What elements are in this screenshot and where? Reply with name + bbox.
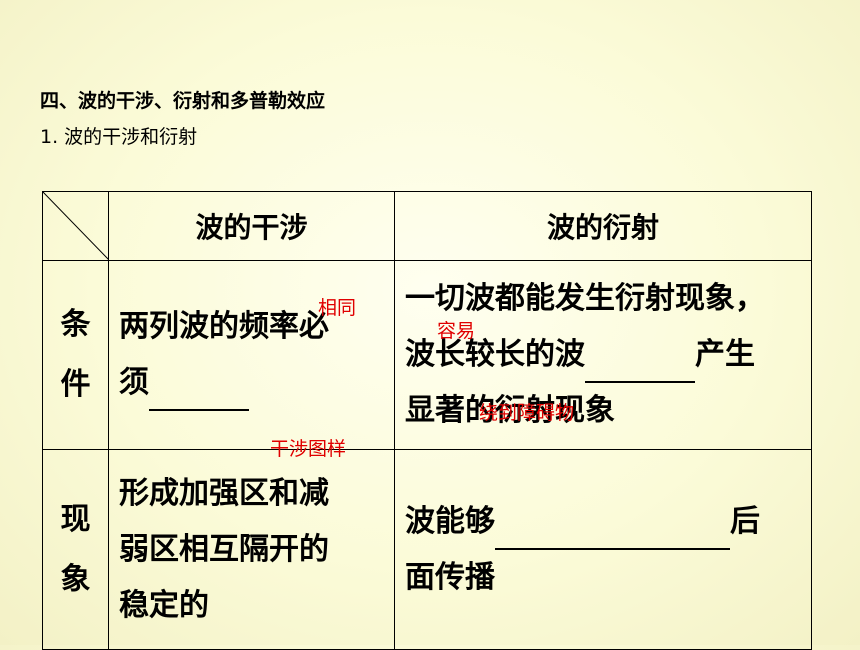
text-line: 波长较长的波产生 [405,327,801,383]
diagonal-line-icon [43,192,109,260]
row-label-phenomenon: 现象 [42,449,109,650]
answer-blank [149,369,249,411]
text-line: 波能够后 [405,494,801,550]
text-line: 两列波的频率必 [119,309,329,344]
text-line: 面传播 [405,559,495,595]
comparison-table: 波的干涉 波的衍射 条件 两列波的频率必 须 一切波都能发生衍射现象， 波长较长… [42,191,812,650]
row-label-condition: 条件 [42,260,109,450]
section-heading: 四、波的干涉、衍射和多普勒效应 [40,90,326,112]
answer-easy: 容易 [437,320,476,342]
diffraction-phenomenon-cell: 波能够后 面传播 [394,449,812,650]
text-line: 须 [119,355,384,411]
text-line: 形成加强区和减 [119,475,329,511]
answer-blank [585,341,695,383]
interference-condition-cell: 两列波的频率必 须 [108,260,395,450]
diffraction-condition-cell: 一切波都能发生衍射现象， 波长较长的波产生 显著的衍射现象 [394,260,812,450]
column-header-diffraction: 波的衍射 [394,191,812,261]
text-line: 显著的衍射现象 [405,393,615,428]
answer-blank [495,508,730,550]
answer-same: 相同 [318,297,357,319]
interference-phenomenon-cell: 形成加强区和减 弱区相互隔开的 稳定的 [108,449,395,650]
text-line: 稳定的 [119,587,209,623]
diagonal-corner-cell [42,191,109,261]
text-line: 一切波都能发生衍射现象， [405,281,765,316]
answer-around-obstacle: 绕到障碍物 [479,402,575,424]
subsection-heading: 1. 波的干涉和衍射 [40,126,198,148]
column-header-interference: 波的干涉 [108,191,395,261]
text-line: 弱区相互隔开的 [119,531,329,567]
answer-pattern: 干涉图样 [270,438,347,460]
